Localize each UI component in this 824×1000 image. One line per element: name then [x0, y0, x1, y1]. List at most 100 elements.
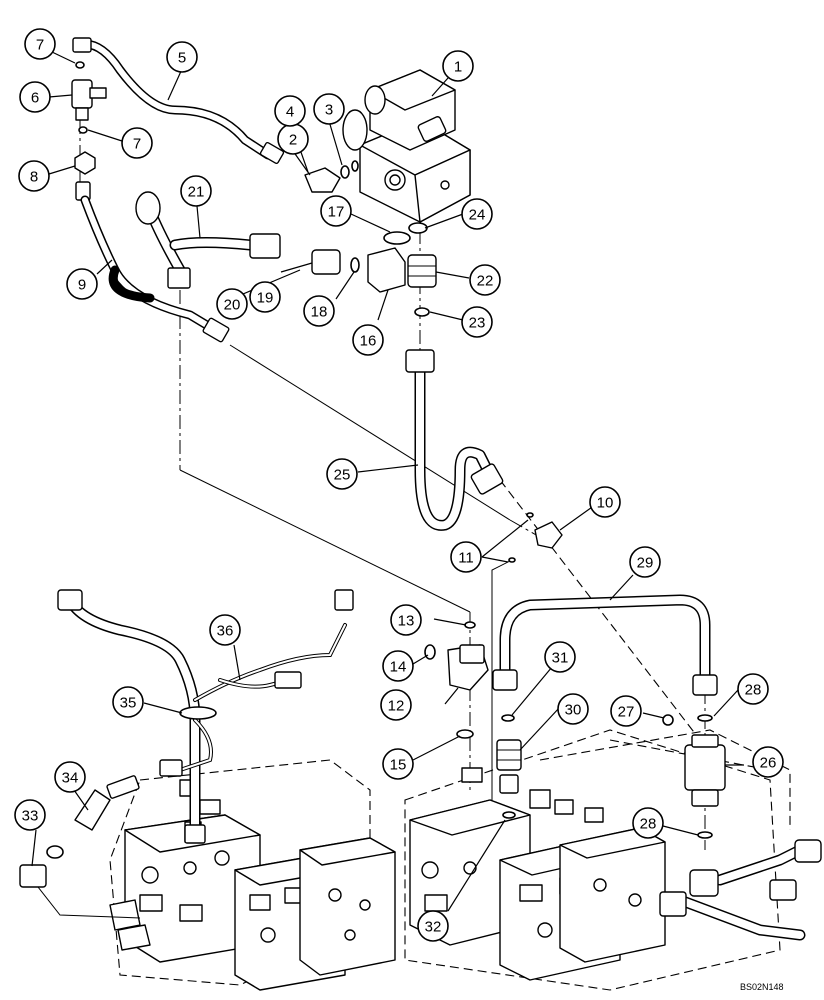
elbow-fitting-16	[311, 222, 428, 293]
callout-25: 25	[326, 458, 358, 490]
callout-circle	[326, 458, 358, 490]
callout-circle	[461, 198, 493, 230]
callout-number: 7	[36, 37, 44, 54]
callout-number: 20	[224, 297, 241, 314]
callout-11: 11	[450, 541, 482, 573]
callout-number: 13	[398, 613, 415, 630]
callout-4: 4	[274, 95, 306, 127]
callout-number: 28	[745, 682, 762, 699]
callout-bubbles: 1234567789101112131415161718192021222324…	[14, 28, 784, 942]
callout-circle	[54, 761, 86, 793]
callout-number: 2	[289, 132, 297, 149]
callout-number: 28	[640, 816, 657, 833]
callout-36: 36	[209, 614, 241, 646]
callout-circle	[121, 127, 153, 159]
callout-number: 7	[133, 136, 141, 153]
callout-24: 24	[461, 198, 493, 230]
callout-number: 36	[217, 623, 234, 640]
callout-12: 12	[380, 689, 412, 721]
callout-number: 25	[334, 467, 351, 484]
callout-circle	[209, 614, 241, 646]
callout-circle	[166, 41, 198, 73]
callout-35: 35	[112, 686, 144, 718]
callout-circle	[249, 281, 281, 313]
callout-23: 23	[461, 306, 493, 338]
callout-number: 17	[328, 204, 345, 221]
callout-26: 26	[752, 746, 784, 778]
callout-number: 22	[477, 273, 494, 290]
callout-number: 8	[30, 169, 38, 186]
elbow-fitting-2	[304, 160, 359, 193]
callout-10: 10	[589, 486, 621, 518]
callout-33: 33	[14, 799, 46, 831]
callout-7: 7	[121, 127, 153, 159]
fitting-10	[508, 512, 563, 563]
callout-number: 12	[388, 698, 405, 715]
callout-circle	[610, 695, 642, 727]
callout-30: 30	[557, 693, 589, 725]
callout-17: 17	[320, 195, 352, 227]
elbow-fitting-12	[424, 621, 489, 739]
callout-circle	[352, 324, 384, 356]
callout-number: 33	[22, 808, 39, 825]
callout-number: 14	[390, 659, 407, 676]
callout-circle	[469, 264, 501, 296]
callout-circle	[417, 910, 449, 942]
callout-15: 15	[382, 748, 414, 780]
wiring-harness-36	[57, 589, 354, 844]
callout-circle	[313, 93, 345, 125]
callout-circle	[589, 486, 621, 518]
callout-22: 22	[469, 264, 501, 296]
callout-circle	[442, 50, 474, 82]
adapter-fitting-30	[496, 714, 522, 819]
callout-number: 21	[188, 184, 205, 201]
callout-circle	[629, 546, 661, 578]
callout-18: 18	[303, 295, 335, 327]
callout-number: 9	[78, 277, 86, 294]
callout-number: 29	[637, 555, 654, 572]
callout-circle	[382, 748, 414, 780]
callout-9: 9	[66, 268, 98, 300]
callout-circle	[180, 175, 212, 207]
tee-fitting-6	[71, 61, 107, 201]
callout-16: 16	[352, 324, 384, 356]
callout-number: 27	[618, 704, 635, 721]
callout-circle	[274, 95, 306, 127]
callout-circle	[112, 686, 144, 718]
callout-circle	[450, 541, 482, 573]
callout-7: 7	[24, 28, 56, 60]
callout-circle	[303, 295, 335, 327]
callout-6: 6	[19, 81, 51, 113]
callout-number: 15	[390, 757, 407, 774]
pressure-switch-34	[46, 775, 140, 859]
callout-2: 2	[277, 123, 309, 155]
callout-number: 30	[565, 702, 582, 719]
callout-number: 26	[760, 755, 777, 772]
callout-number: 5	[178, 50, 186, 67]
callout-number: 23	[469, 315, 486, 332]
tube-25	[405, 349, 504, 531]
callout-circle	[19, 81, 51, 113]
callout-13: 13	[390, 604, 422, 636]
tube-29	[492, 594, 718, 696]
callout-circle	[544, 641, 576, 673]
callout-19: 19	[249, 281, 281, 313]
callout-number: 3	[325, 102, 333, 119]
callout-circle	[382, 650, 414, 682]
callout-number: 19	[257, 290, 274, 307]
callout-circle	[557, 693, 589, 725]
callout-32: 32	[417, 910, 449, 942]
callout-circle	[320, 195, 352, 227]
callout-number: 6	[31, 90, 39, 107]
callout-28: 28	[737, 673, 769, 705]
tee-fitting-26	[662, 714, 726, 839]
fitting-33	[19, 864, 141, 919]
callout-circle	[24, 28, 56, 60]
callout-3: 3	[313, 93, 345, 125]
callout-circle	[632, 807, 664, 839]
callout-circle	[461, 306, 493, 338]
callout-circle	[752, 746, 784, 778]
callout-number: 11	[458, 550, 474, 567]
